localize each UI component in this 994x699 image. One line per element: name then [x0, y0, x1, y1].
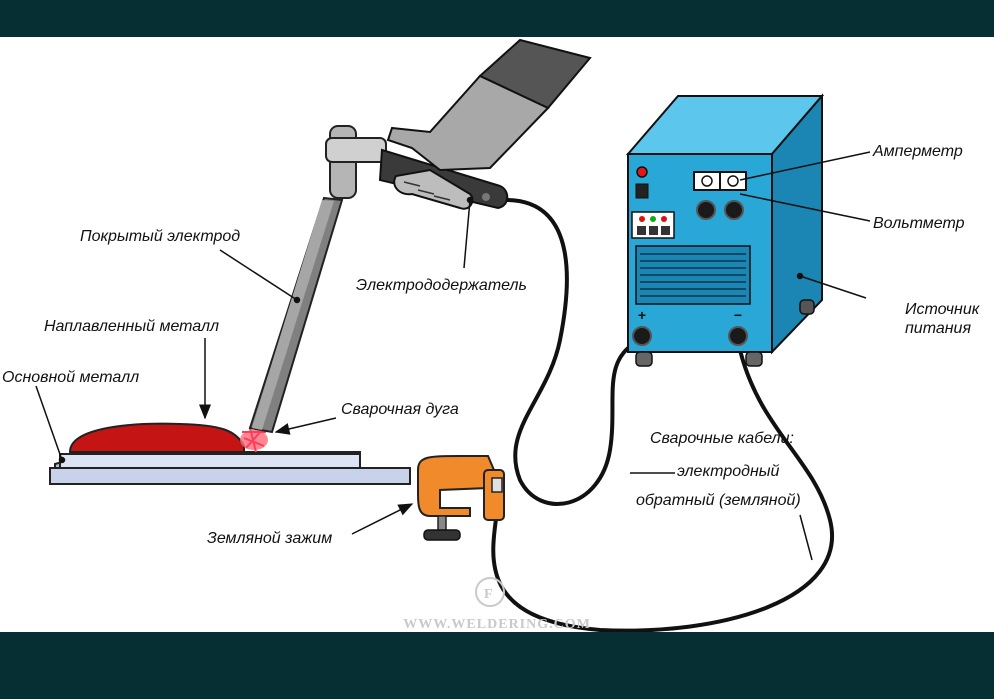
- knob-left: [696, 200, 716, 220]
- deposited-weld-bead: [68, 422, 245, 453]
- minus-sign: −: [734, 307, 742, 323]
- holder-jaw: [325, 125, 387, 199]
- power-indicator-light: [636, 166, 648, 178]
- plus-sign: +: [638, 307, 646, 323]
- voltmeter-dial: [727, 175, 739, 187]
- label-power-source-1: Источник: [905, 301, 981, 318]
- holder-bolt: [482, 193, 490, 201]
- leader-lines: [35, 151, 871, 561]
- plus-terminal: [632, 326, 652, 346]
- welding-glove-hand: [386, 38, 592, 210]
- label-electrode-holder: Электрододержатель: [356, 277, 527, 294]
- ground-clamp: [417, 455, 505, 541]
- label-power-source-2: питания: [905, 320, 971, 337]
- welding-power-source: + −: [625, 93, 825, 367]
- bottom-border-bar: [0, 632, 994, 699]
- label-cables-title: Сварочные кабели:: [650, 430, 794, 447]
- label-deposited-metal: Наплавленный металл: [44, 318, 219, 335]
- power-switch: [635, 183, 649, 199]
- svg-text:F: F: [484, 587, 494, 602]
- label-ammeter: Амперметр: [872, 143, 963, 160]
- watermark-text: WWW.WELDERING.COM: [403, 617, 591, 632]
- electrode-cable: [505, 198, 641, 506]
- return-ground-cable: [491, 349, 834, 632]
- top-border-bar: [0, 0, 994, 37]
- label-coated-electrode: Покрытый электрод: [80, 228, 240, 245]
- ammeter-dial: [701, 175, 713, 187]
- label-ground-clamp: Земляной зажим: [207, 530, 332, 547]
- welding-arc-glow: [240, 427, 268, 453]
- knob-right: [724, 200, 744, 220]
- welding-diagram-svg: + −: [2, 38, 981, 632]
- base-metal-plate: [49, 451, 411, 486]
- label-voltmeter: Вольтметр: [873, 215, 965, 232]
- label-base-metal: Основной металл: [2, 369, 139, 386]
- diagram-canvas: + −: [0, 37, 994, 632]
- minus-terminal: [728, 326, 748, 346]
- label-cable-electrode: электродный: [677, 463, 780, 480]
- watermark: F WWW.WELDERING.COM: [403, 577, 591, 632]
- coated-electrode: [248, 196, 344, 434]
- label-welding-arc: Сварочная дуга: [341, 401, 459, 418]
- label-cable-return: обратный (земляной): [636, 492, 801, 509]
